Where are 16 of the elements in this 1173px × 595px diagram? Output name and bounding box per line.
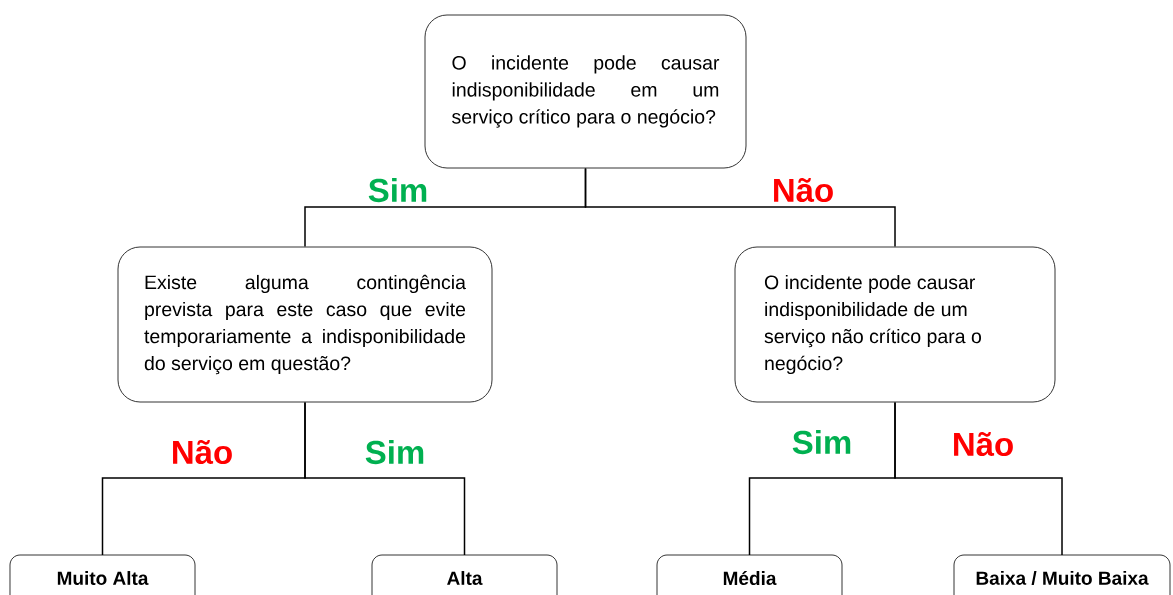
edge-label: Não [954, 431, 1013, 457]
question-box: O incidente pode causar indisponibilidade em um serviço crítico para o negócio? [424, 14, 747, 169]
edge-label: Sim [365, 439, 424, 465]
question-box: O incidente pode causar indisponibilidade de um serviço não crítico para o negócio? [734, 246, 1056, 403]
edge-label: Não [774, 177, 833, 203]
edge-label: Não [173, 439, 232, 465]
answer-box: Baixa / Muito Baixa [953, 554, 1171, 595]
edge-label: Sim [792, 429, 851, 455]
answer-box: Alta [371, 554, 558, 595]
question-box: Existe alguma contingência prevista para este caso que evite temporariamente a indisponibilidade do serviço em questão? [117, 246, 493, 403]
answer-box: Muito Alta [9, 554, 196, 595]
connector [894, 401, 1063, 556]
connector [304, 401, 466, 556]
connector [584, 167, 896, 248]
answer-box: Média [656, 554, 843, 595]
edge-label: Sim [368, 177, 427, 203]
